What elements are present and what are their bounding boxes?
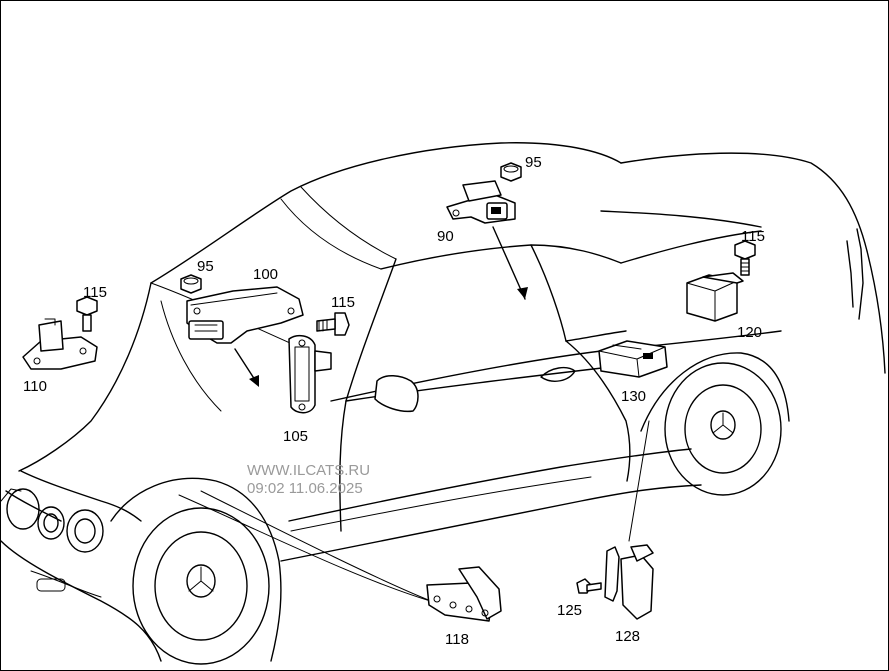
- label-part-110: 110: [23, 378, 47, 395]
- part-105-sensor: [288, 334, 332, 414]
- label-part-115-right: 115: [741, 228, 765, 245]
- part-95-nut-left: [180, 274, 202, 294]
- label-part-115-left: 115: [83, 284, 107, 301]
- label-part-100: 100: [253, 266, 278, 283]
- part-115-bolt-right: [734, 240, 756, 276]
- part-90-sensor: [446, 180, 516, 224]
- rear-wheel: [664, 362, 782, 496]
- part-130-module: [598, 340, 668, 378]
- part-125-screw: [576, 578, 602, 594]
- watermark-timestamp: 09:02 11.06.2025: [247, 480, 363, 497]
- label-part-95-left: 95: [197, 258, 214, 275]
- part-128-level-sensor: [604, 544, 654, 620]
- label-part-118: 118: [445, 631, 469, 648]
- label-part-90: 90: [437, 228, 454, 245]
- label-part-130: 130: [621, 388, 646, 405]
- part-115-bolt-middle: [316, 312, 350, 336]
- part-100-control-unit: [186, 286, 304, 344]
- part-120-module: [686, 272, 744, 322]
- label-part-95-top: 95: [525, 154, 542, 171]
- front-wheel: [132, 507, 270, 665]
- label-part-105: 105: [283, 428, 308, 445]
- label-part-125: 125: [557, 602, 582, 619]
- watermark-url: WWW.ILCATS.RU: [247, 462, 370, 479]
- label-part-120: 120: [737, 324, 762, 341]
- car-body-outline: [1, 142, 886, 662]
- label-part-128: 128: [615, 628, 640, 645]
- leader-lines: [178, 226, 650, 604]
- part-110-sensor: [22, 318, 98, 370]
- part-115-bolt-left: [76, 296, 98, 332]
- door-handle: [540, 366, 576, 382]
- part-118-level-sensor: [426, 566, 502, 622]
- label-part-115-middle: 115: [331, 294, 355, 311]
- part-95-nut-top: [500, 162, 522, 182]
- side-mirror: [374, 375, 419, 413]
- headlights: [1, 488, 104, 553]
